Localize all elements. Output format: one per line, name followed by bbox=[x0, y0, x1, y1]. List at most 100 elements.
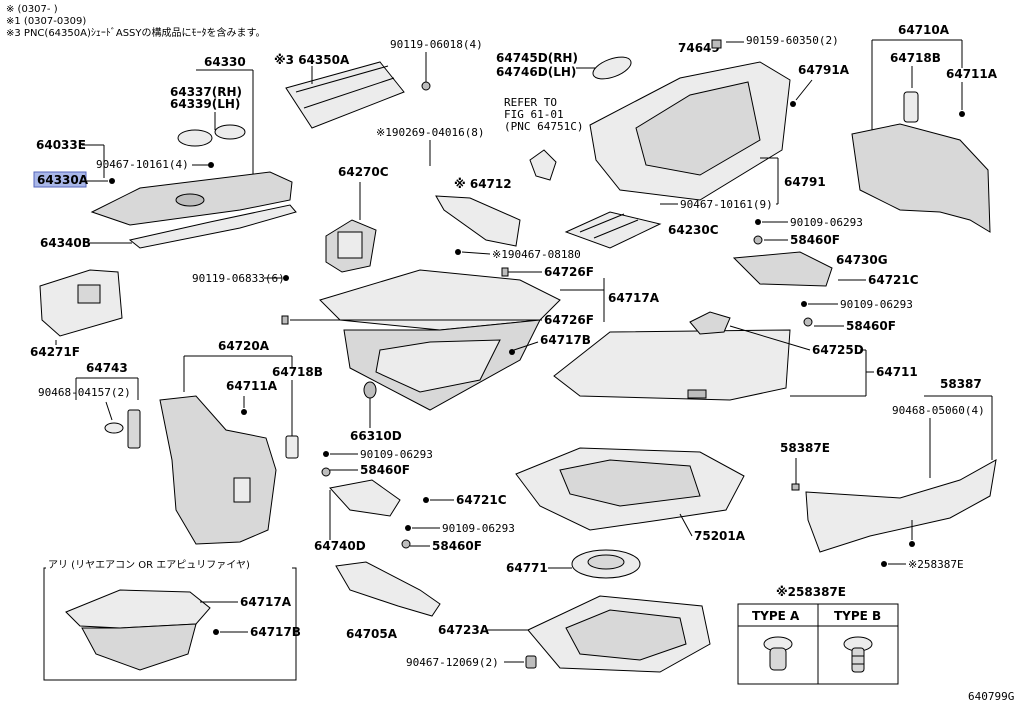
label-64710A[interactable]: 64710A bbox=[898, 23, 950, 37]
tray-64723A-inner bbox=[565, 609, 687, 661]
label-64339[interactable]: 64339(LH) bbox=[170, 97, 240, 111]
label-90468-05060[interactable]: 90468-05060(4) bbox=[892, 404, 985, 417]
label-74649[interactable]: 74649 bbox=[678, 41, 720, 55]
cover-64743 bbox=[127, 409, 141, 449]
label-58387E[interactable]: 58387E bbox=[780, 441, 830, 455]
refer-line-2[interactable]: FIG 61-01 bbox=[504, 108, 564, 121]
panel-64271F-cutout bbox=[77, 284, 101, 304]
label-75201A[interactable]: 75201A bbox=[694, 529, 746, 543]
highlight-64330A bbox=[33, 171, 87, 188]
floor-trim-upper bbox=[319, 269, 561, 331]
label-90119-06833[interactable]: 90119-06833(6) bbox=[192, 272, 285, 285]
label-90467-10161-4[interactable]: 90467-10161(4) bbox=[96, 158, 189, 171]
label-58460F-a[interactable]: 58460F bbox=[790, 233, 840, 247]
shade-assy-64350A bbox=[285, 61, 405, 129]
note-line-2: ※1 (0307-0309) bbox=[6, 16, 86, 27]
nut-icon-c bbox=[321, 467, 331, 477]
side-panel-64710A bbox=[851, 123, 991, 233]
label-64340B[interactable]: 64340B bbox=[40, 236, 91, 250]
label-64717A[interactable]: 64717A bbox=[608, 291, 660, 305]
label-64721C-b[interactable]: 64721C bbox=[456, 493, 507, 507]
label-90109-06293-b[interactable]: 90109-06293 bbox=[840, 298, 913, 311]
label-64230C[interactable]: 64230C bbox=[668, 223, 719, 237]
inset-floor-trim bbox=[65, 589, 211, 629]
label-64726F-b[interactable]: 64726F bbox=[544, 313, 594, 327]
label-64705A[interactable]: 64705A bbox=[346, 627, 398, 641]
tray-75201A-well bbox=[559, 459, 701, 507]
label-90468-04157[interactable]: 90468-04157(2) bbox=[38, 386, 131, 399]
label-90109-06293-c[interactable]: 90109-06293 bbox=[360, 448, 433, 461]
clip-icon bbox=[109, 178, 115, 184]
label-90467-10161-9[interactable]: 90467-10161(9) bbox=[680, 198, 773, 211]
box-64270C-lid bbox=[337, 231, 363, 259]
label-64720A[interactable]: 64720A bbox=[218, 339, 270, 353]
floor-trim-inner bbox=[375, 339, 501, 393]
label-90159-60350[interactable]: 90159-60350(2) bbox=[746, 34, 839, 47]
bolt-icon-e bbox=[405, 525, 411, 531]
floor-board-slot bbox=[687, 389, 707, 399]
label-64270C[interactable]: 64270C bbox=[338, 165, 389, 179]
label-64330[interactable]: 64330 bbox=[204, 55, 246, 69]
note-line-3: ※3 PNC(64350A)ｼｪｰﾄﾞASSYの構成品にﾓｰﾀを含みます。 bbox=[6, 26, 266, 39]
label-58460F-c[interactable]: 58460F bbox=[360, 463, 410, 477]
bolt-icon-c2 bbox=[323, 451, 329, 457]
label-64711A-top[interactable]: 64711A bbox=[946, 67, 998, 81]
label-64033E[interactable]: 64033E bbox=[36, 138, 86, 152]
label-190467-08180[interactable]: ※190467-08180 bbox=[492, 248, 581, 261]
clip-icon-190467 bbox=[455, 249, 461, 255]
bolt-icon-a bbox=[755, 219, 761, 225]
scuff-plate-58387 bbox=[805, 459, 997, 553]
label-58460F-d[interactable]: 58460F bbox=[432, 539, 482, 553]
label-64712[interactable]: ※ 64712 bbox=[454, 177, 512, 191]
label-64330A[interactable]: 64330A bbox=[37, 173, 89, 187]
label-66310D[interactable]: 66310D bbox=[350, 429, 402, 443]
label-64723A[interactable]: 64723A bbox=[438, 623, 490, 637]
label-90109-06293-d[interactable]: 90109-06293 bbox=[442, 522, 515, 535]
floor-board-64711 bbox=[553, 329, 791, 401]
bracket-64712 bbox=[435, 195, 521, 247]
label-64721C-a[interactable]: 64721C bbox=[868, 273, 919, 287]
label-64718B-top[interactable]: 64718B bbox=[890, 51, 941, 65]
label-64718B-mid[interactable]: 64718B bbox=[272, 365, 323, 379]
label-64711A-mid[interactable]: 64711A bbox=[226, 379, 278, 393]
floor-board-handle bbox=[689, 311, 731, 335]
inset-label-64717B[interactable]: 64717B bbox=[250, 625, 301, 639]
label-90467-12069[interactable]: 90467-12069(2) bbox=[406, 656, 499, 669]
label-64740D[interactable]: 64740D bbox=[314, 539, 366, 553]
clip-icon-258387E bbox=[881, 561, 887, 567]
label-258387E[interactable]: ※258387E bbox=[908, 558, 964, 571]
side-trim-64720A-pocket bbox=[233, 477, 251, 503]
label-64717B[interactable]: 64717B bbox=[540, 333, 591, 347]
label-64726F-a[interactable]: 64726F bbox=[544, 265, 594, 279]
label-64746D[interactable]: 64746D(LH) bbox=[496, 65, 576, 79]
label-58387[interactable]: 58387 bbox=[940, 377, 982, 391]
clip-64726F-b bbox=[281, 315, 289, 325]
inset-title: アリ (リヤエアコン OR エアピュリファイヤ) bbox=[48, 559, 250, 571]
type-a-header: TYPE A bbox=[752, 609, 800, 623]
label-64791A[interactable]: 64791A bbox=[798, 63, 850, 77]
back-door-window-opening bbox=[635, 81, 761, 176]
label-64711[interactable]: 64711 bbox=[876, 365, 918, 379]
hook-66310D bbox=[363, 381, 377, 399]
label-64271F[interactable]: 64271F bbox=[30, 345, 80, 359]
label-64771[interactable]: 64771 bbox=[506, 561, 548, 575]
label-90119-06018[interactable]: 90119-06018(4) bbox=[390, 38, 483, 51]
label-64745D[interactable]: 64745D(RH) bbox=[496, 51, 578, 65]
label-64730G[interactable]: 64730G bbox=[836, 253, 888, 267]
inset-floor-trim-body bbox=[81, 623, 197, 671]
label-64337[interactable]: 64337(RH) bbox=[170, 85, 242, 99]
clip-icon-64711A bbox=[959, 111, 965, 117]
label-64743[interactable]: 64743 bbox=[86, 361, 128, 375]
clip-icon-64711A-mid bbox=[241, 409, 247, 415]
clip-icon-64791A bbox=[790, 101, 796, 107]
label-64791[interactable]: 64791 bbox=[784, 175, 826, 189]
label-58460F-b[interactable]: 58460F bbox=[846, 319, 896, 333]
nut-icon-d bbox=[401, 539, 411, 549]
label-64725D[interactable]: 64725D bbox=[812, 343, 864, 357]
inset-label-64717A[interactable]: 64717A bbox=[240, 595, 292, 609]
label-190269-04016[interactable]: ※190269-04016(8) bbox=[376, 126, 485, 139]
label-90109-06293-a[interactable]: 90109-06293 bbox=[790, 216, 863, 229]
bolt-icon-c bbox=[283, 275, 289, 281]
label-64350A[interactable]: ※3 64350A bbox=[274, 53, 350, 67]
